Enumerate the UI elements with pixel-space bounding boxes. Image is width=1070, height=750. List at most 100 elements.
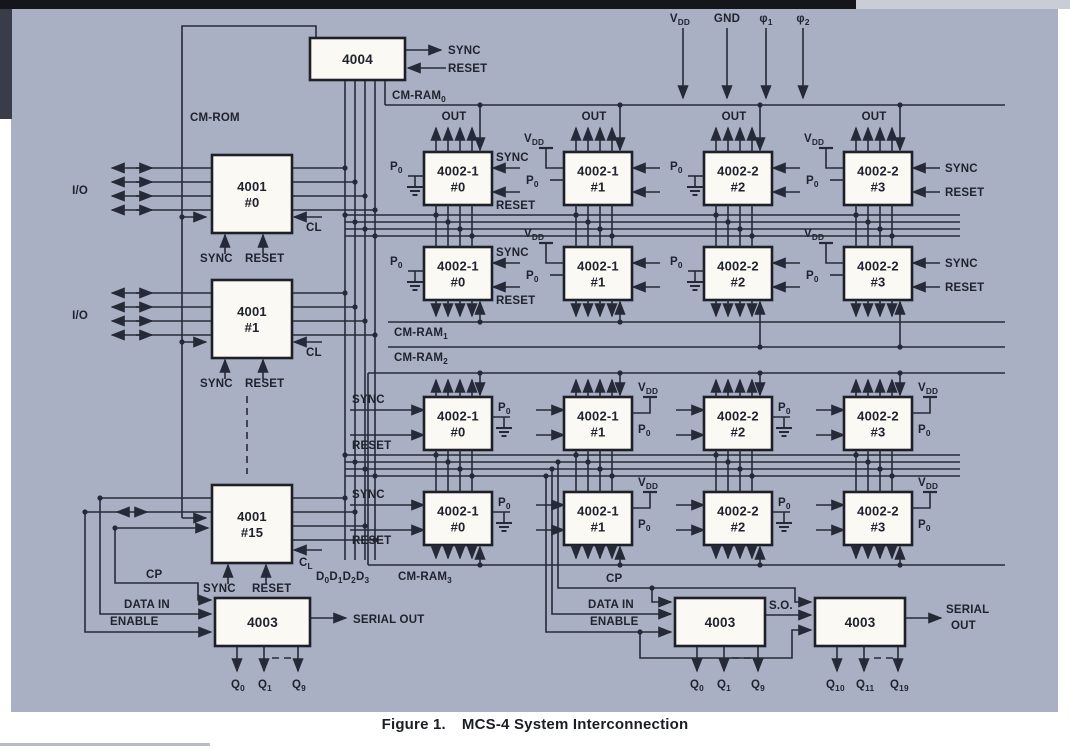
scan-left-edge <box>0 9 12 119</box>
ram-chip-r3-n1-label: 4002-1 <box>577 504 619 519</box>
label: OUT <box>951 620 976 632</box>
ram-chip-r2-n0 <box>422 395 494 452</box>
junction-dot <box>543 473 549 479</box>
junction-dot <box>362 226 368 232</box>
label: CP <box>146 569 163 581</box>
label: VDD <box>804 133 824 147</box>
ram-chip-r3-n3 <box>842 490 914 547</box>
junction-dot <box>469 233 475 239</box>
label: RESET <box>245 378 284 390</box>
label: VDD <box>524 133 544 147</box>
chip-4003-left <box>213 596 312 648</box>
junction-dot <box>82 509 88 515</box>
label: ENABLE <box>110 616 159 628</box>
junction-dot <box>433 212 439 218</box>
chip-4001-0-label: 4001 <box>237 179 267 194</box>
label: Q0 <box>231 679 245 693</box>
label: CM-RAM0 <box>392 90 446 104</box>
junction-dot <box>609 473 615 479</box>
label: P0 <box>918 424 931 438</box>
junction-dot <box>649 585 655 591</box>
ram-chip-r1-n1 <box>562 245 634 302</box>
label: SYNC <box>448 45 481 57</box>
junction-dot <box>597 466 603 472</box>
figure-caption: Figure 1.MCS-4 System Interconnection <box>0 716 1070 733</box>
label: P0 <box>390 256 403 270</box>
junction-dot <box>877 226 883 232</box>
label: RESET <box>945 282 984 294</box>
ram-chip-r0-n1-sublabel: #1 <box>591 180 606 195</box>
junction-dot <box>342 495 348 501</box>
junction-dot <box>573 212 579 218</box>
junction-dot <box>757 102 763 108</box>
chip-4003-right-2-label: 4003 <box>845 615 876 630</box>
label: P0 <box>526 270 539 284</box>
ram-chip-r1-n1-sublabel: #1 <box>591 275 606 290</box>
label: P0 <box>638 519 651 533</box>
junction-dot <box>469 473 475 479</box>
label: Q1 <box>258 679 272 693</box>
ram-chip-r1-n3 <box>842 245 914 302</box>
junction-dot <box>617 102 623 108</box>
junction-dot <box>897 370 903 376</box>
junction-dot <box>889 233 895 239</box>
junction-dot <box>737 466 743 472</box>
ram-chip-r3-n3-sublabel: #3 <box>871 520 886 535</box>
label: RESET <box>496 295 535 307</box>
ram-chip-r2-n2 <box>702 395 774 452</box>
ram-chip-r0-n2-sublabel: #2 <box>731 180 746 195</box>
label: I/O <box>72 185 88 197</box>
label: ENABLE <box>590 616 639 628</box>
label: P0 <box>390 161 403 175</box>
ram-chip-r2-n2-sublabel: #2 <box>731 425 746 440</box>
ram-chip-r2-n3-sublabel: #3 <box>871 425 886 440</box>
label: Q0 <box>690 679 704 693</box>
junction-dot <box>352 509 358 515</box>
label: Q19 <box>890 679 909 693</box>
ram-chip-r3-n0 <box>422 490 494 547</box>
ram-chip-r0-n3-label: 4002-2 <box>857 164 899 179</box>
figure-title: MCS-4 System Interconnection <box>461 716 689 733</box>
label: P0 <box>778 402 791 416</box>
label: P0 <box>806 270 819 284</box>
junction-dot <box>585 459 591 465</box>
label: RESET <box>245 253 284 265</box>
label: P0 <box>498 402 511 416</box>
label: P0 <box>498 497 511 511</box>
ram-chip-r3-n1 <box>562 490 634 547</box>
junction-dot <box>477 102 483 108</box>
label: CM-ROM <box>190 112 240 124</box>
junction-dot <box>179 339 185 345</box>
label: DATA IN <box>588 599 634 611</box>
wire <box>551 469 673 620</box>
ram-chip-r1-n0 <box>422 245 494 302</box>
label: SYNC <box>945 258 978 270</box>
scan-top-bar <box>0 0 856 9</box>
wire <box>632 492 651 509</box>
label: Q1 <box>717 679 731 693</box>
junction-dot <box>877 466 883 472</box>
label: OUT <box>862 111 887 123</box>
label: SYNC <box>496 247 529 259</box>
wire <box>557 462 813 608</box>
junction-dot <box>757 562 763 568</box>
wire <box>545 243 564 264</box>
ram-chip-r0-n0 <box>422 150 494 207</box>
ram-chip-r1-n0-sublabel: #0 <box>451 275 466 290</box>
junction-dot <box>372 537 378 543</box>
ram-chip-r2-n1 <box>562 395 634 452</box>
ram-chip-r0-n2 <box>702 150 774 207</box>
junction-dot <box>757 370 763 376</box>
ram-chip-r1-n1-label: 4002-1 <box>577 259 619 274</box>
label: SYNC <box>200 378 233 390</box>
junction-dot <box>179 214 185 220</box>
ram-chip-r2-n3-label: 4002-2 <box>857 409 899 424</box>
junction-dot <box>865 219 871 225</box>
junction-dot <box>352 179 358 185</box>
chip-4001-0 <box>210 153 294 235</box>
label: SYNC <box>945 163 978 175</box>
label: P0 <box>526 175 539 189</box>
junction-dot <box>897 562 903 568</box>
junction-dot <box>362 193 368 199</box>
